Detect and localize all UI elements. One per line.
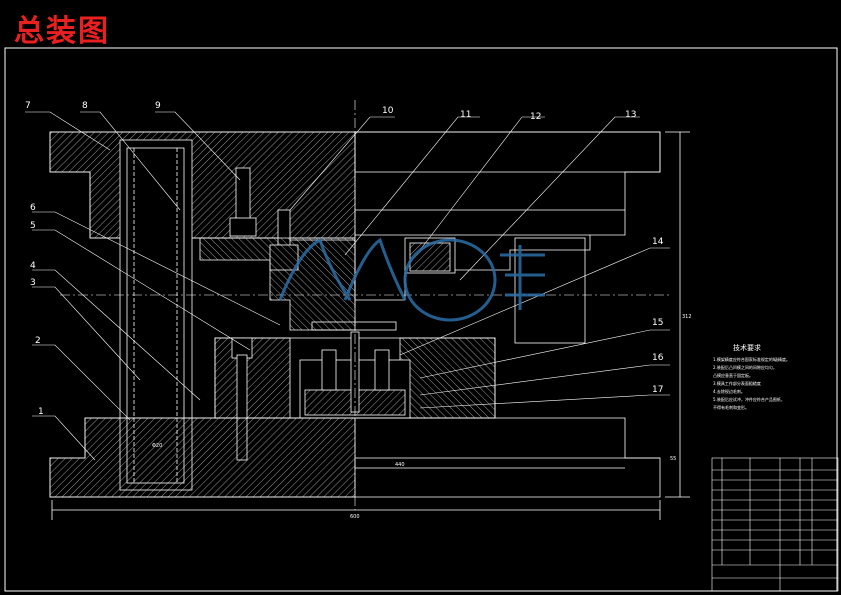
dimension-text: Φ20 xyxy=(152,443,162,449)
tech-item: 不得有毛刺和变形。 xyxy=(713,405,749,410)
technical-requirements: 技术要求 1.模架精度应符合国家标准规定的Ⅰ级精度。 2.装配后凸凹模之间的间隙… xyxy=(713,343,821,413)
tech-heading: 技术要求 xyxy=(733,344,761,352)
tech-item: 1.模架精度应符合国家标准规定的Ⅰ级精度。 xyxy=(713,357,790,362)
part-label: 13 xyxy=(625,110,636,120)
dimension-text: 55 xyxy=(670,456,676,462)
part-label: 14 xyxy=(652,237,664,247)
part-label: 8 xyxy=(82,101,88,111)
part-label: 15 xyxy=(652,318,663,328)
part-label: 6 xyxy=(30,203,36,213)
part-label: 10 xyxy=(382,106,394,116)
tech-item: 5.装配后应试冲，冲件应符合产品图纸， xyxy=(713,397,785,402)
dimension-text: 312 xyxy=(682,314,692,320)
watermark-logo xyxy=(278,237,545,322)
part-label: 17 xyxy=(652,385,663,395)
part-label: 2 xyxy=(35,336,41,346)
page-title: 总装图 xyxy=(14,14,110,49)
part-label-group: 1 2 3 4 5 6 7 8 9 10 11 12 13 14 15 16 1… xyxy=(25,101,664,417)
part-label: 9 xyxy=(155,101,161,111)
tech-item: 4.去除锐边毛刺。 xyxy=(713,389,745,394)
part-label: 11 xyxy=(460,110,471,120)
leader-lines xyxy=(25,111,670,461)
dimension-text-group: Φ20 440 600 312 55 xyxy=(152,314,692,520)
dimension-text: 600 xyxy=(350,514,360,520)
part-label: 12 xyxy=(530,112,541,122)
title-block xyxy=(711,457,839,592)
tech-item: 2.装配后凸凹模之间的间隙应均匀， xyxy=(713,365,777,370)
part-label: 1 xyxy=(38,407,44,417)
part-label: 4 xyxy=(30,261,36,271)
part-label: 16 xyxy=(652,353,664,363)
part-label: 5 xyxy=(30,221,36,231)
tech-item: 3.模具工作部分表面粗糙度 xyxy=(713,381,761,386)
dimension-text: 440 xyxy=(395,462,405,468)
part-label: 7 xyxy=(25,101,31,111)
drawing-frame xyxy=(4,47,838,592)
part-label: 3 xyxy=(30,278,36,288)
tech-item: 凸模应垂直于固定板。 xyxy=(713,373,753,378)
mold-assembly xyxy=(49,100,690,520)
